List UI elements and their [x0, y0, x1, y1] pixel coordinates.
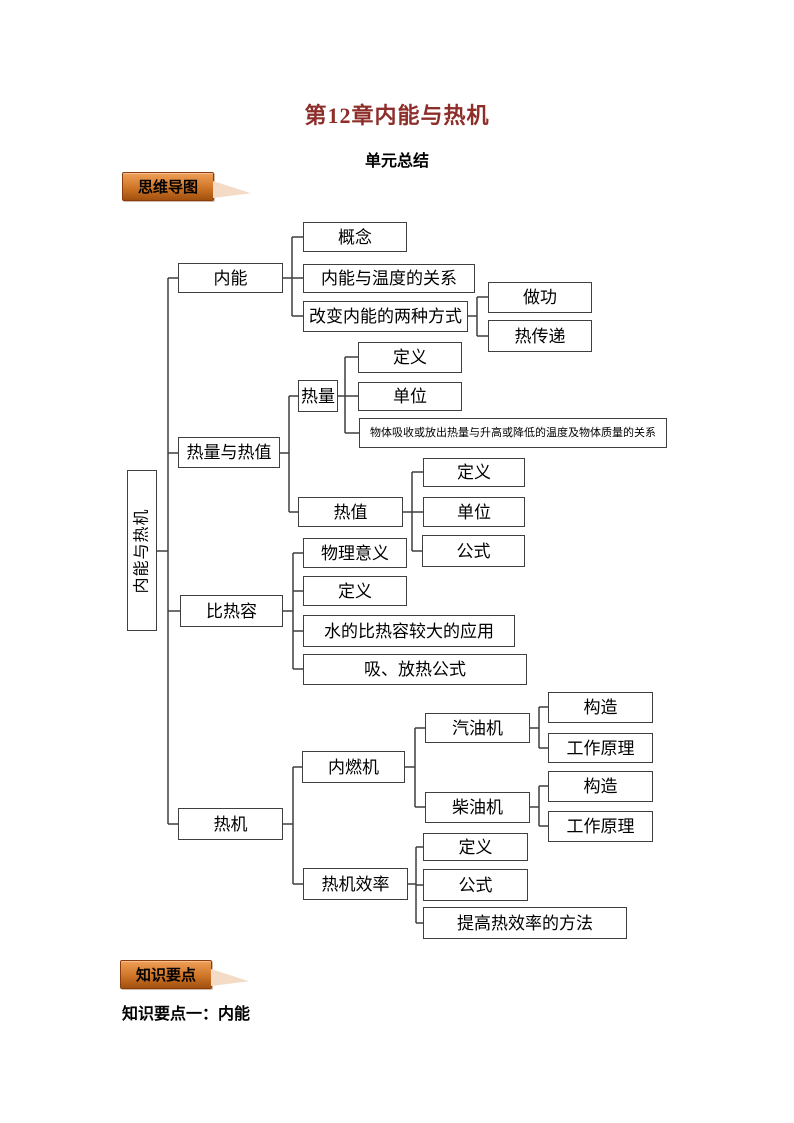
node-absorb-release-formula: 吸、放热公式	[303, 654, 527, 685]
node-improve-efficiency-methods: 提高热效率的方法	[423, 907, 627, 939]
node-water-shc-application: 水的比热容较大的应用	[303, 615, 515, 647]
node-root-label: 内能与热机	[133, 507, 151, 594]
node-gasoline-structure: 构造	[548, 692, 653, 723]
node-heat-transfer: 热传递	[488, 320, 592, 352]
node-heat-and-calorific-value: 热量与热值	[178, 437, 280, 468]
node-heat-engine: 热机	[178, 808, 283, 840]
node-heat-unit: 单位	[358, 382, 462, 411]
node-concept: 概念	[303, 222, 407, 252]
node-calorific-unit: 单位	[423, 497, 525, 527]
mindmap-section-badge: 思维导图	[122, 172, 214, 201]
node-calorific-formula: 公式	[422, 535, 525, 567]
node-diesel-structure: 构造	[548, 771, 653, 802]
node-two-ways-change-energy: 改变内能的两种方式	[303, 301, 468, 332]
node-calorific-definition: 定义	[423, 458, 525, 487]
page-title: 第12章内能与热机	[304, 103, 490, 128]
node-heat: 热量	[298, 380, 338, 412]
page-subtitle: 单元总结	[364, 153, 429, 170]
node-doing-work: 做功	[488, 282, 592, 313]
node-internal-energy: 内能	[178, 263, 283, 293]
node-diesel-working-principle: 工作原理	[548, 811, 653, 842]
node-physical-meaning: 物理意义	[303, 538, 407, 568]
node-engine-efficiency: 热机效率	[303, 868, 408, 900]
knowledge-point-1-heading: 知识要点一：内能	[122, 1006, 251, 1023]
node-internal-combustion-engine: 内燃机	[302, 751, 405, 783]
node-root: 内能与热机	[127, 470, 157, 631]
node-gasoline-working-principle: 工作原理	[548, 733, 653, 763]
node-diesel-engine: 柴油机	[425, 792, 530, 823]
node-calorific-value: 热值	[298, 497, 403, 527]
node-energy-temperature-relation: 内能与温度的关系	[303, 264, 475, 293]
node-heat-mass-temperature-relation: 物体吸收或放出热量与升高或降低的温度及物体质量的关系	[359, 418, 667, 448]
node-efficiency-definition: 定义	[423, 833, 528, 861]
node-shc-definition: 定义	[303, 576, 407, 606]
node-efficiency-formula: 公式	[423, 869, 528, 901]
node-gasoline-engine: 汽油机	[425, 713, 530, 743]
knowledge-points-section-badge: 知识要点	[120, 960, 212, 989]
node-heat-definition: 定义	[358, 342, 462, 373]
node-specific-heat-capacity: 比热容	[180, 595, 283, 627]
